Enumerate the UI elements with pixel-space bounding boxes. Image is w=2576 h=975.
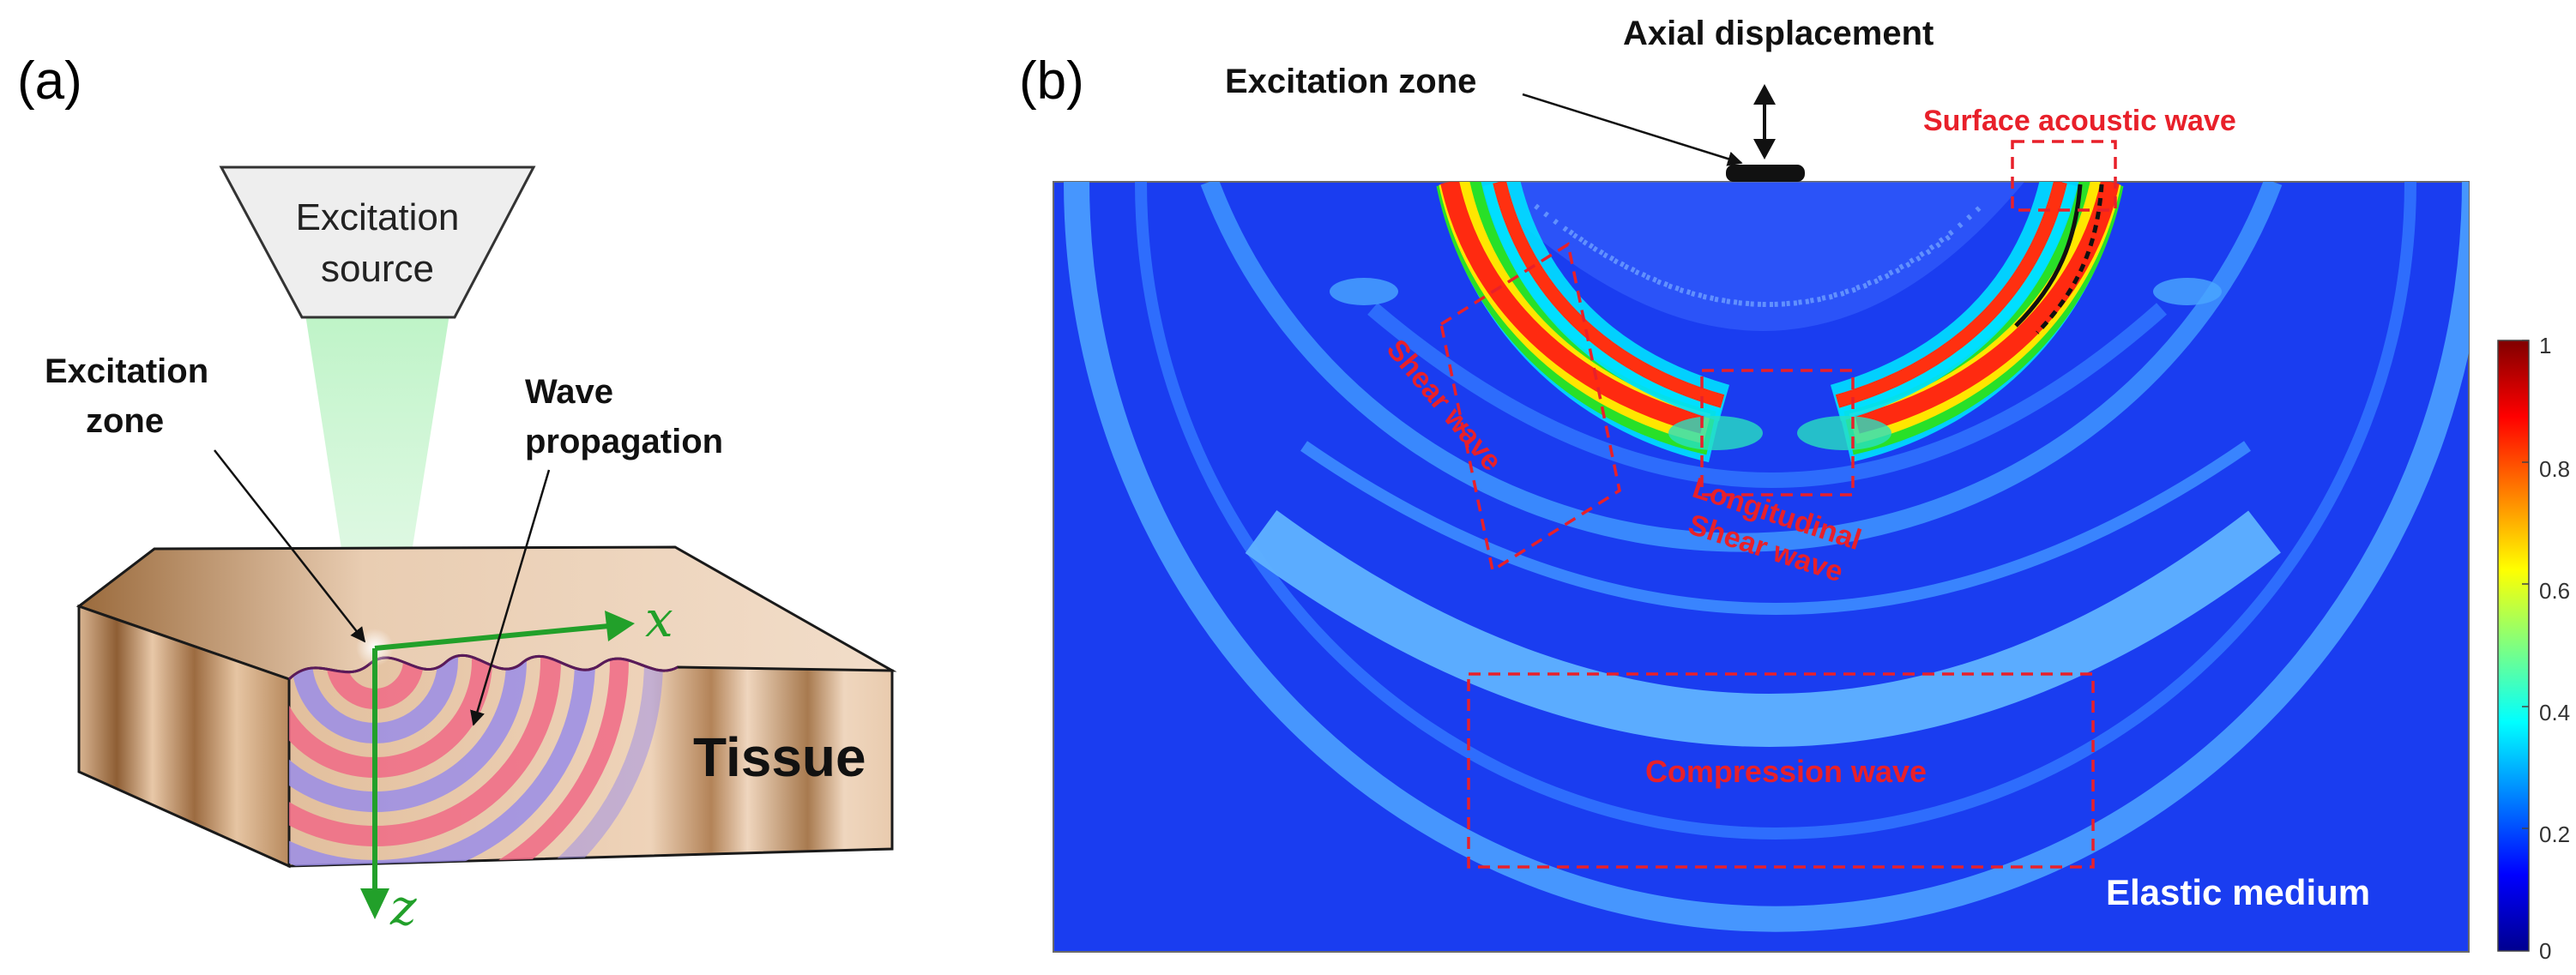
panel-b-tag: (b) xyxy=(1019,51,1084,111)
excitation-source-label-2: source xyxy=(321,248,434,290)
shear-wave-box xyxy=(1439,242,1621,573)
surface-acoustic-wave-box xyxy=(2011,140,2117,212)
wave-propagation-label-2: propagation xyxy=(525,423,723,460)
colorbar-tick-label: 0.6 xyxy=(2539,578,2570,604)
wave-propagation-arrow xyxy=(470,469,551,726)
panel-b: (b) xyxy=(1019,15,2570,964)
wave-propagation-label-1: Wave xyxy=(525,373,613,411)
arrow-up-icon xyxy=(1753,84,1776,105)
excitation-zone-arrow-b xyxy=(1522,93,1743,166)
z-axis-arrow-icon xyxy=(360,888,389,919)
excitation-source-label-1: Excitation xyxy=(296,196,460,238)
elastic-medium-label: Elastic medium xyxy=(2106,872,2370,912)
excitation-zone-label-2: zone xyxy=(86,402,164,440)
panel-a: (a) Excitation source x z xyxy=(17,51,897,936)
saw-dotted-line xyxy=(2036,184,2104,334)
excitation-zone-label-b: Excitation zone xyxy=(1225,63,1476,100)
tissue-label: Tissue xyxy=(693,726,866,788)
excitation-pad xyxy=(1726,165,1805,182)
colorbar-tick-label: 1 xyxy=(2539,333,2551,358)
colorbar xyxy=(2497,340,2530,952)
panel-a-tag: (a) xyxy=(17,51,82,111)
colorbar-tick-label: 0 xyxy=(2539,938,2551,964)
compression-wave-label: Compression wave xyxy=(1645,754,1927,789)
arrow-down-icon xyxy=(1753,139,1776,159)
colorbar-tick-label: 0.4 xyxy=(2539,700,2570,725)
compression-wave-box xyxy=(1467,672,2095,869)
axial-displacement-label: Axial displacement xyxy=(1623,15,1934,52)
colorbar-ticks: 1 0.8 0.6 0.4 0.2 0 xyxy=(2539,333,2570,964)
surface-acoustic-wave-label: Surface acoustic wave xyxy=(1923,105,2236,137)
colorbar-tick-label: 0.2 xyxy=(2539,822,2570,847)
saw-solid-line xyxy=(2014,184,2083,328)
z-axis-label: z xyxy=(389,878,417,936)
excitation-source-shape xyxy=(219,166,536,319)
x-axis-arrow-icon xyxy=(605,611,635,641)
x-axis-line xyxy=(374,623,610,651)
excitation-beam xyxy=(305,309,450,660)
wavy-surface-line xyxy=(287,653,679,681)
excitation-zone-arrow xyxy=(214,449,366,643)
colorbar-tick-label: 0.8 xyxy=(2539,456,2570,482)
colorbar-tick-marks xyxy=(2522,340,2529,829)
excitation-zone-label-1: Excitation xyxy=(45,352,208,390)
x-axis-label: x xyxy=(645,590,673,648)
wave-field-pattern xyxy=(1064,182,2469,932)
